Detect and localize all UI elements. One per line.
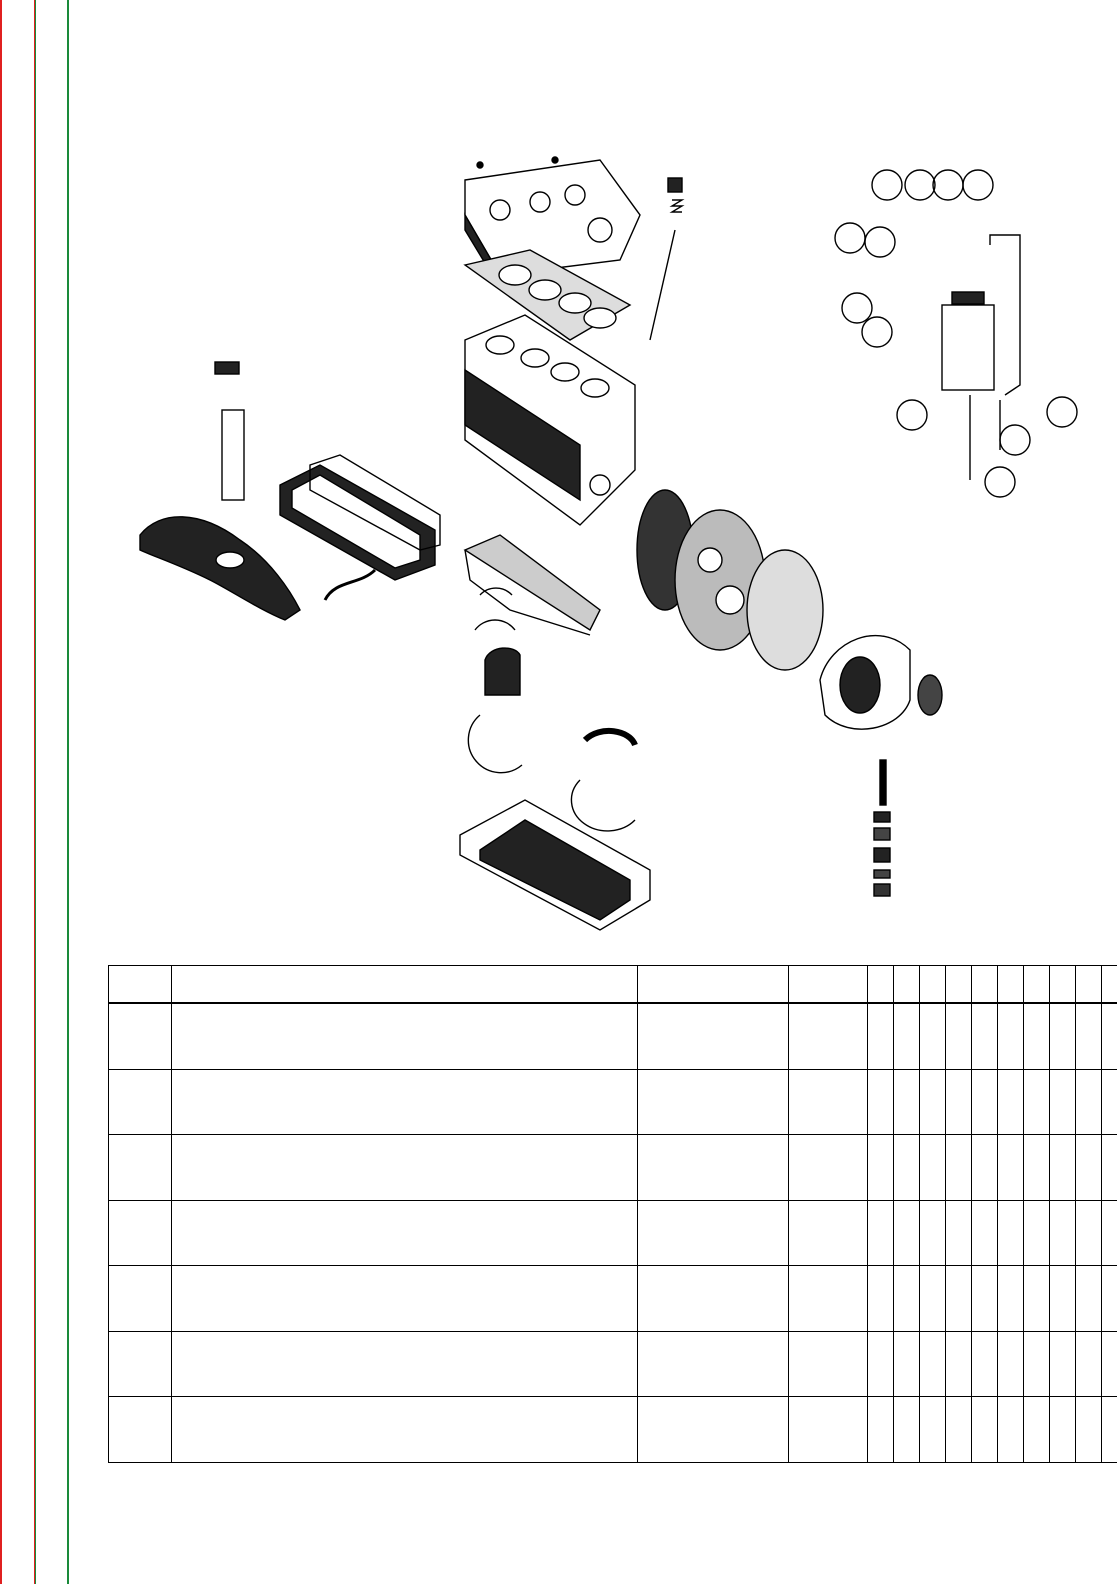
- table-header-cell: [971, 965, 998, 1004]
- engine-block: [464, 314, 636, 526]
- table-header-cell: [867, 965, 894, 1004]
- table-header-cell: [1075, 965, 1102, 1004]
- table-header-cell: [788, 965, 868, 1004]
- table-header-cell: [1023, 965, 1050, 1004]
- table-row: [108, 1200, 1117, 1267]
- table-header-cell: [997, 965, 1024, 1004]
- table-header-cell: [919, 965, 946, 1004]
- oil-filter-inset: [834, 169, 1078, 498]
- timing-plates: [636, 489, 943, 730]
- parts-list-table: [108, 965, 1117, 1463]
- table-row: [108, 1069, 1117, 1136]
- table-header-cell: [1049, 965, 1076, 1004]
- table-row: [108, 1003, 1117, 1070]
- side-cover: [279, 464, 436, 581]
- table-row: [108, 1331, 1117, 1398]
- table-body: [108, 1003, 1117, 1463]
- table-row: [108, 1134, 1117, 1201]
- head-gasket: [463, 249, 632, 341]
- cylinder-head: [464, 156, 641, 291]
- oil-pan: [459, 799, 651, 931]
- left-margin-green-bar: [35, 0, 69, 1584]
- exploded-engine-illustration: [139, 156, 1078, 931]
- table-header-row: [108, 965, 1117, 1004]
- table-row: [108, 1265, 1117, 1332]
- manifold: [139, 516, 301, 621]
- table-header-cell: [893, 965, 920, 1004]
- left-margin-red-bar: [0, 0, 35, 1584]
- table-header-cell: [1101, 965, 1117, 1004]
- table-header-cell: [171, 965, 638, 1004]
- table-header-cell: [945, 965, 972, 1004]
- table-header-cell: [108, 965, 172, 1004]
- table-row: [108, 1396, 1117, 1463]
- table-header-cell: [637, 965, 789, 1004]
